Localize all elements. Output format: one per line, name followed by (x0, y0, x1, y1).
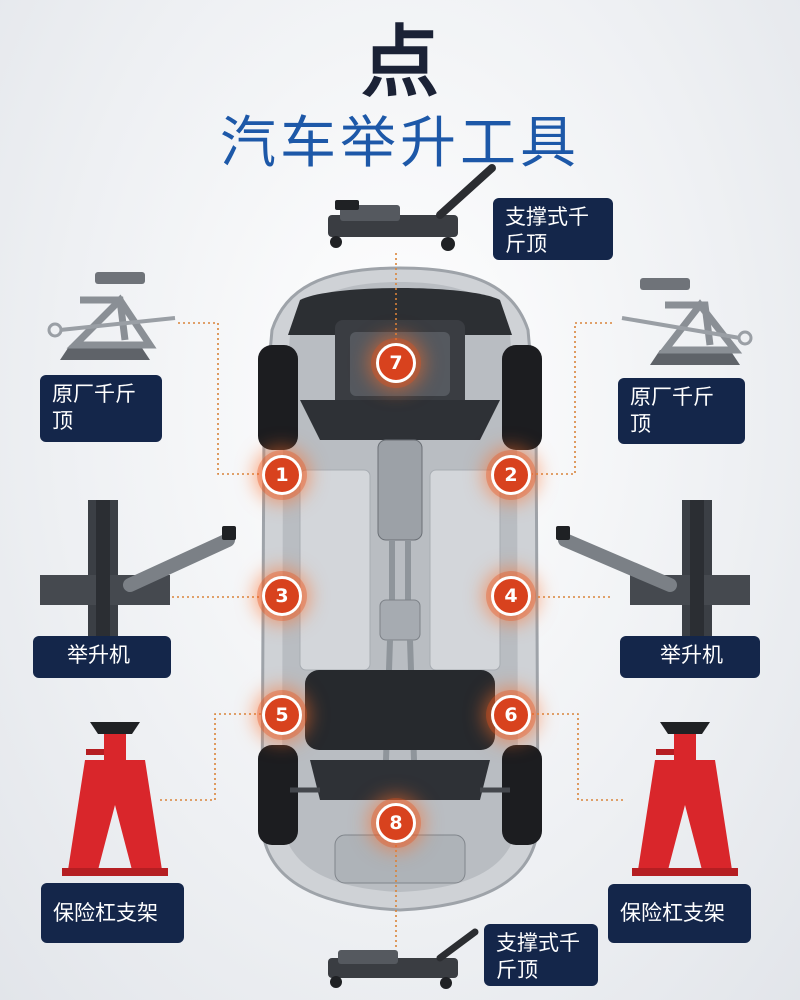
marker-7: 7 (376, 343, 416, 383)
title-main: 点 (360, 18, 439, 108)
scissor-jack-right-illustration (621, 278, 753, 365)
leader-line-1 (178, 322, 262, 475)
label-scissor-jack-right: 原厂千斤顶 (618, 378, 745, 444)
marker-4: 4 (491, 576, 531, 616)
title-subtitle: 汽车举升工具 (220, 111, 580, 176)
marker-8: 8 (376, 803, 416, 843)
marker-6: 6 (491, 695, 531, 735)
marker-2: 2 (491, 455, 531, 495)
jack-stand-right-illustration (632, 722, 738, 876)
lift-right-illustration (556, 500, 750, 640)
floor-jack-top-illustration (328, 164, 496, 251)
leader-line-6 (532, 713, 625, 801)
leader-lines (160, 253, 625, 950)
jack-stand-left-illustration (62, 722, 168, 876)
label-jack-stand-right: 保险杠支架 (608, 884, 751, 943)
scissor-jack-left-illustration (47, 272, 176, 360)
label-lift-left: 举升机 (33, 636, 171, 678)
label-jack-stand-left: 保险杠支架 (41, 883, 184, 943)
floor-jack-bottom-illustration (328, 928, 479, 989)
marker-1: 1 (262, 455, 302, 495)
lift-left-illustration (40, 500, 236, 640)
marker-3: 3 (262, 576, 302, 616)
label-lift-right: 举升机 (620, 636, 760, 678)
label-scissor-jack-left: 原厂千斤顶 (40, 375, 162, 442)
marker-5: 5 (262, 695, 302, 735)
car-underbody-illustration (258, 266, 542, 912)
leader-line-5 (160, 713, 262, 801)
label-floor-jack-bottom: 支撑式千斤顶 (484, 924, 598, 986)
leader-line-2 (532, 322, 612, 475)
label-floor-jack-top: 支撑式千斤顶 (493, 198, 613, 260)
